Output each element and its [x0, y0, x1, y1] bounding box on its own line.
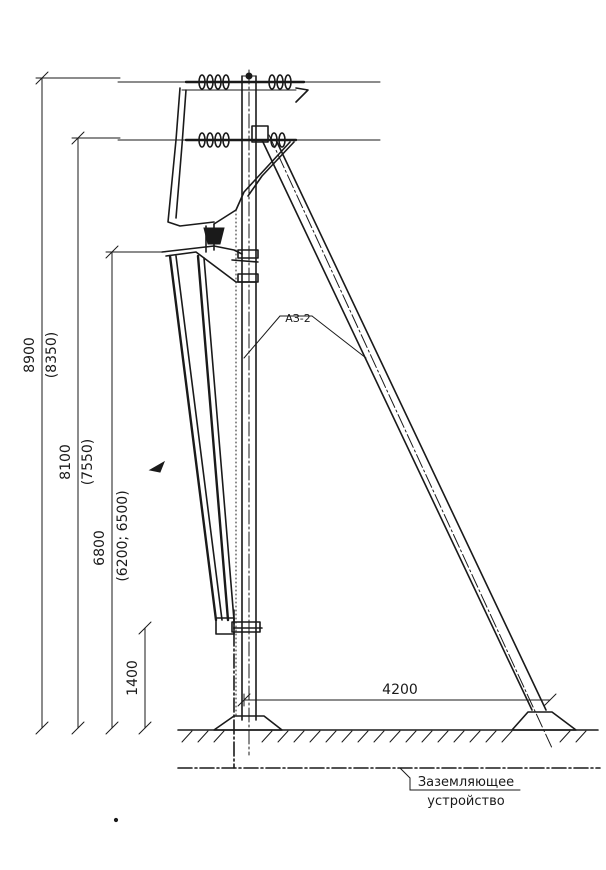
dimension-total-height [35, 71, 121, 735]
grounding-label-line2: устройство [427, 794, 504, 809]
upper-crossarm-value: 8100 [58, 444, 74, 480]
lower-insulators [184, 125, 298, 148]
grounding-label-line1: Заземляющее [418, 775, 514, 790]
disconnector-frame [167, 87, 309, 227]
drive-mechanism [215, 617, 263, 635]
cable-mark-label: АЗ-2 [285, 312, 311, 325]
dimension-drive-height [138, 621, 152, 735]
pole-foundation [213, 715, 283, 731]
grounding-device [177, 609, 601, 791]
inclined-strut [261, 134, 553, 749]
upper-crossarm-alt-value: (7550) [80, 439, 96, 486]
equipment-bracket [161, 223, 259, 283]
ground-surface [177, 729, 599, 743]
dimension-upper-crossarm [71, 131, 121, 735]
drive-height-value: 1400 [125, 660, 141, 696]
total-height-alt-value: (8350) [44, 332, 60, 379]
lower-equipment-value: 6800 [92, 530, 108, 566]
cable-label-leader [243, 315, 367, 359]
strut-foundation [511, 711, 577, 731]
strut-spacing-value: 4200 [382, 682, 418, 698]
dimension-lower-equipment [105, 245, 166, 735]
lower-equipment-alt-value: (6200; 6500) [115, 490, 131, 581]
drive-rods [168, 254, 235, 622]
concrete-pole [235, 69, 257, 756]
dimension-strut-spacing [237, 693, 557, 707]
upper-insulators [184, 72, 306, 90]
small-dot [113, 817, 119, 823]
small-mark-left [148, 460, 165, 473]
total-height-value: 8900 [22, 337, 38, 373]
